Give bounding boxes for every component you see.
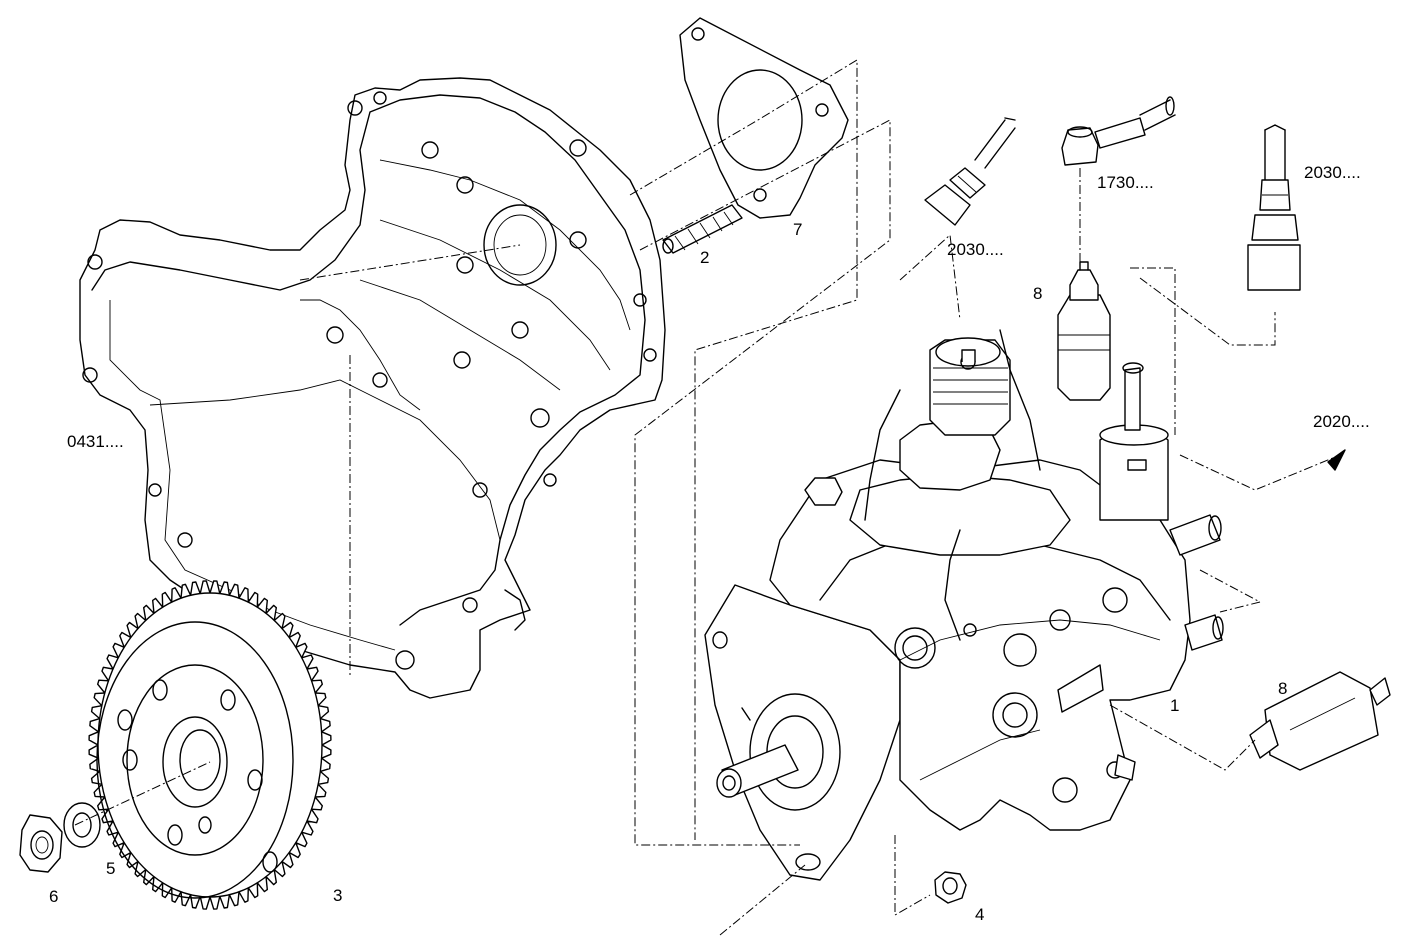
callout-2020: 2020.... — [1313, 412, 1370, 431]
injection-pump — [704, 329, 1224, 881]
drive-gear — [88, 580, 332, 910]
callout-6: 6 — [49, 887, 59, 906]
callout-7: 7 — [793, 220, 803, 239]
pipe-connector — [1061, 96, 1176, 166]
spacer-bushing — [934, 871, 967, 904]
callout-5: 5 — [106, 859, 116, 878]
callout-4: 4 — [975, 905, 985, 924]
solenoid-valve-upper — [1057, 261, 1111, 401]
washer — [63, 802, 101, 848]
callout-8-upper: 8 — [1033, 284, 1043, 303]
callout-8-lower: 8 — [1278, 679, 1288, 698]
gear-housing-cover — [79, 77, 666, 699]
gasket-plate — [679, 17, 849, 219]
leader-lines — [74, 59, 1346, 936]
stud-bolt — [662, 204, 743, 254]
callout-0431: 0431.... — [67, 432, 124, 451]
solenoid-valve-lower — [1249, 671, 1391, 771]
callout-3: 3 — [333, 886, 343, 905]
callout-1730: 1730.... — [1097, 173, 1154, 192]
callout-1: 1 — [1170, 696, 1180, 715]
pressure-sensor-left — [924, 117, 1016, 226]
callout-2030-left: 2030.... — [947, 240, 1004, 259]
callout-2: 2 — [700, 248, 710, 267]
callout-2030-right: 2030.... — [1304, 163, 1361, 182]
hex-nut — [19, 814, 63, 873]
pressure-sensor-right — [1247, 124, 1301, 291]
